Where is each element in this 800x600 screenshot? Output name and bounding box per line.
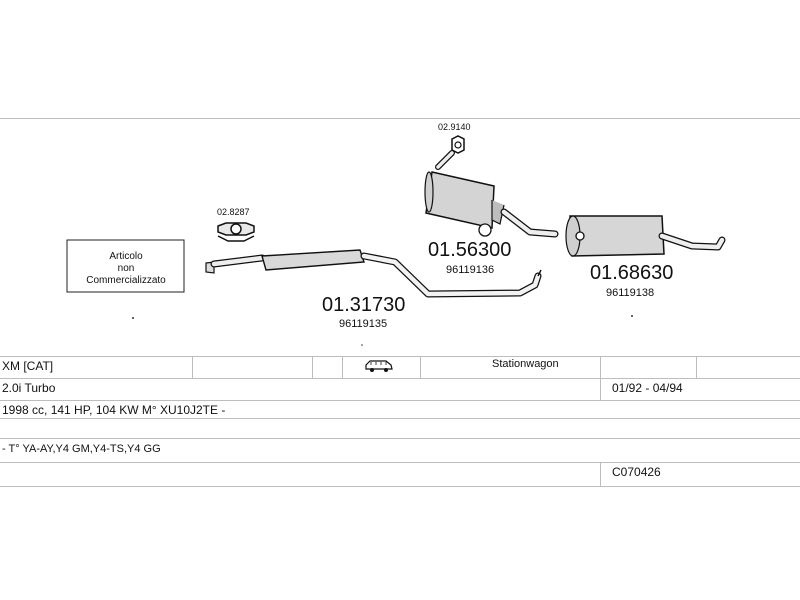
table-row-line [0, 378, 800, 379]
table-col-line [420, 356, 421, 378]
table-row-line [0, 462, 800, 463]
clamp-icon [451, 135, 465, 154]
part-code: 01.56300 [428, 239, 511, 261]
front-pipe-drawing [205, 249, 542, 298]
rear-silencer-drawing [565, 215, 726, 257]
box-label-line-2: non [118, 263, 135, 274]
table-col-line [342, 356, 343, 378]
table-col-line [600, 356, 601, 378]
clamp-02-8287[interactable]: 02.8287 [217, 207, 255, 242]
clamp-code-label: 02.8287 [217, 207, 250, 217]
table-row-line [0, 438, 800, 439]
table-col-line [312, 356, 313, 378]
table-row-line [0, 400, 800, 401]
catalog-code: C070426 [612, 465, 661, 479]
production-years: 01/92 - 04/94 [612, 381, 683, 395]
table-border-bottom [0, 486, 800, 487]
body-type: Stationwagon [492, 358, 559, 370]
table-row-line [0, 418, 800, 419]
clamp-code-label: 02.9140 [438, 122, 471, 132]
oe-number: 96119136 [446, 264, 494, 276]
marker-dot [631, 315, 633, 317]
clamp-icon [217, 222, 255, 242]
part-01-68630[interactable]: 01.68630 96119138 [565, 215, 726, 299]
table-col-line [192, 356, 193, 378]
table-col-line [600, 462, 601, 486]
part-code: 01.31730 [322, 294, 405, 316]
chassis-codes: - T° YA-AY,Y4 GM,Y4-TS,Y4 GG [2, 443, 161, 455]
part-01-31730[interactable]: 01.31730 96119135 [205, 249, 542, 330]
oe-number: 96119135 [339, 318, 387, 330]
middle-silencer-drawing [424, 150, 559, 238]
table-col-line [696, 356, 697, 378]
car-icon [364, 359, 394, 376]
table-row-line [0, 356, 800, 357]
table-border-top [0, 118, 800, 119]
oe-number: 96119138 [606, 287, 654, 299]
clamp-02-9140[interactable]: 02.9140 [438, 122, 471, 154]
marker-dot [132, 317, 134, 319]
part-01-56300[interactable]: 01.56300 96119136 [424, 150, 559, 276]
engine-name: 2.0i Turbo [2, 381, 56, 395]
table-col-line [600, 378, 601, 400]
box-label-line-3: Commercializzato [86, 275, 166, 286]
marker-dot [361, 344, 363, 346]
engine-specs: 1998 cc, 141 HP, 104 KW M° XU10J2TE - [2, 403, 226, 417]
vehicle-model: XM [CAT] [2, 359, 54, 373]
part-code: 01.68630 [590, 262, 673, 284]
not-commercialized-box[interactable]: Articolo non Commercializzato [66, 239, 185, 293]
box-label-line-1: Articolo [109, 251, 143, 262]
